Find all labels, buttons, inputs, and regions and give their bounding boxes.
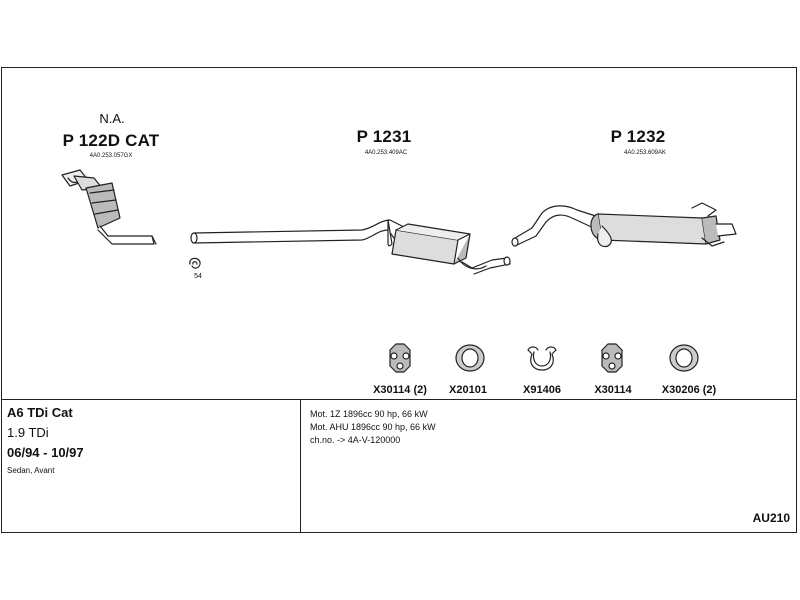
clamp-label: 54 [194, 273, 202, 280]
accessory-2-drawing [455, 344, 485, 372]
vehicle-engine: 1.9 TDi [7, 425, 49, 440]
clamp-54-drawing [189, 257, 201, 269]
middle-silencer-drawing [190, 219, 511, 275]
note-line: Mot. AHU 1896cc 90 hp, 66 kW [310, 422, 436, 432]
accessory-5-drawing [669, 344, 699, 372]
divider-horizontal [2, 399, 796, 400]
divider-vertical [300, 399, 301, 532]
accessory-1-drawing [389, 343, 411, 373]
catalytic-converter-drawing [61, 169, 157, 245]
diagram-frame: N.A. P 122D CAT 4A0.253.057GX P 1231 4A0… [1, 67, 797, 533]
accessory-3-drawing [527, 346, 557, 371]
accessory-3-code: X91406 [523, 384, 561, 396]
part-1-oem: 4A0.253.057GX [89, 153, 133, 159]
engine-notes: Mot. 1Z 1896cc 90 hp, 66 kW Mot. AHU 189… [310, 408, 436, 447]
note-line: ch.no. -> 4A-V-120000 [310, 435, 401, 445]
accessory-4-code: X30114 [594, 384, 632, 396]
rear-silencer-drawing [511, 202, 737, 248]
accessory-4-drawing [601, 343, 623, 373]
note-line: Mot. 1Z 1896cc 90 hp, 66 kW [310, 409, 428, 419]
vehicle-years: 06/94 - 10/97 [7, 445, 84, 460]
part-1-code: P 122D CAT [62, 131, 160, 150]
accessory-1-code: X30114 (2) [373, 384, 427, 396]
part-2-oem: 4A0.253.409AC [364, 150, 408, 156]
part-1-note: N.A. [99, 111, 125, 126]
accessory-2-code: X20101 [449, 384, 487, 396]
reference-code: AU210 [752, 511, 790, 525]
vehicle-model: A6 TDi Cat [7, 405, 73, 420]
part-2-code: P 1231 [356, 127, 412, 146]
part-3-oem: 4A0.253.609AK [623, 150, 667, 156]
vehicle-body: Sedan, Avant [7, 466, 55, 475]
exhaust-drawing [61, 169, 737, 373]
part-3-code: P 1232 [610, 127, 666, 146]
accessory-5-code: X30206 (2) [661, 384, 717, 396]
